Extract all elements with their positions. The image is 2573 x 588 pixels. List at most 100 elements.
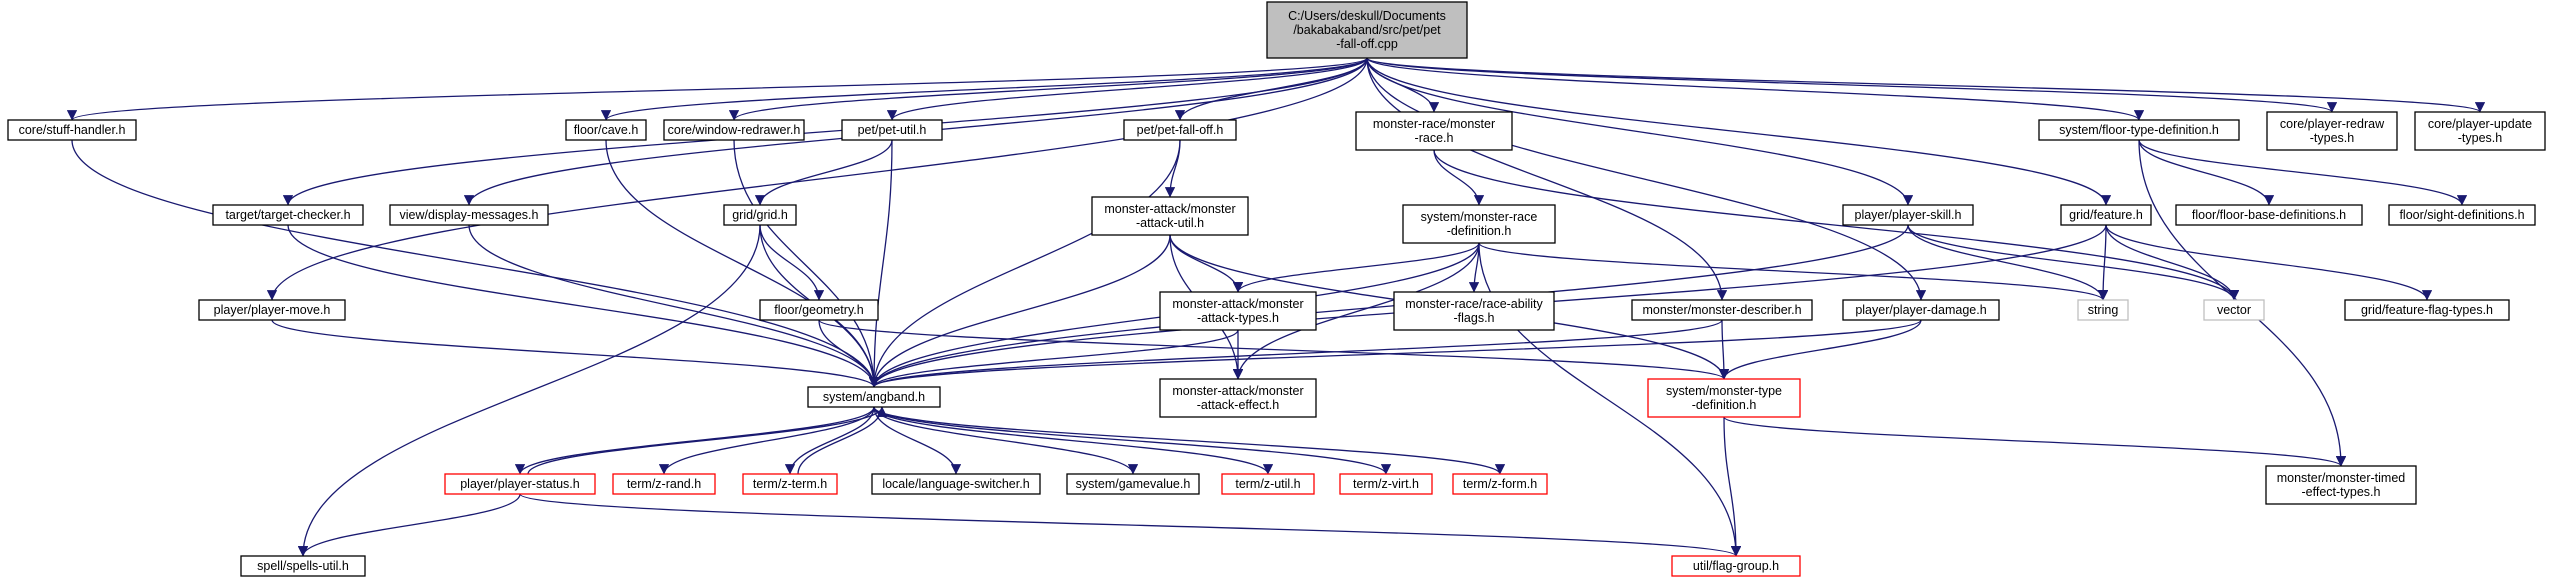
node-label-line: -attack-effect.h [1197,398,1279,412]
node-floor-geometry-h[interactable]: floor/geometry.h [759,299,879,321]
edge-line [1366,57,1728,301]
edge-line [1366,57,1914,206]
node-label-line: player/player-skill.h [1855,208,1962,222]
edge-line [784,406,875,475]
node-label-line: pet/pet-util.h [858,123,927,137]
node-monster-monster-describer-h[interactable]: monster/monster-describer.h [1631,299,1813,321]
node-system-monster-type-definition-h[interactable]: system/monster-type-definition.h [1647,378,1801,418]
node-label-line: player/player-damage.h [1855,303,1986,317]
node-label-line: pet/pet-fall-off.h [1137,123,1224,137]
node-player-player-status-h[interactable]: player/player-status.h [444,473,596,495]
node-floor-cave-h[interactable]: floor/cave.h [565,119,647,141]
node-box [2060,204,2152,226]
node-player-player-move-h[interactable]: player/player-move.h [198,299,346,321]
node-spell-spells-util-h[interactable]: spell/spells-util.h [240,555,366,577]
edge-root-to-stuff-handler [67,57,1368,121]
edge-angband-to-z-form [873,406,1505,475]
node-label-line: floor/floor-base-definitions.h [2192,208,2346,222]
node-system-floor-type-definition-h[interactable]: system/floor-type-definition.h [2038,119,2240,141]
node-label-line: string [2088,303,2119,317]
edge-root-to-pet-util [886,57,1368,121]
node-label-line: monster-race/monster [1373,117,1495,131]
node-player-player-damage-h[interactable]: player/player-damage.h [1842,299,2000,321]
node-player-player-skill-h[interactable]: player/player-skill.h [1842,204,1974,226]
edge-pet-util-to-angband [868,139,893,388]
node-box [2414,111,2546,151]
edge-line [2138,139,2275,206]
edge-monster-describer-to-monster-type-def [1718,319,1730,380]
node-label-line: grid/feature-flag-types.h [2361,303,2493,317]
node-label-line: monster-race/race-ability [1405,297,1543,311]
node-box [841,119,943,141]
node-monster-race-monster-race-h[interactable]: monster-race/monster-race.h [1355,111,1513,151]
node-core-player-redraw-types-h[interactable]: core/player-redraw-types.h [2266,111,2398,151]
node-core-player-update-types-h[interactable]: core/player-update-types.h [2414,111,2546,151]
edge-line [271,319,880,388]
edge-line [1366,57,2112,206]
edge-root-to-monster-describer [1366,57,1728,301]
node-monster-attack-monster-attack-util-h[interactable]: monster-attack/monster-attack-util.h [1091,196,1249,236]
node-label-line: -attack-util.h [1136,216,1204,230]
node-term-z-form-h[interactable]: term/z-form.h [1452,473,1548,495]
node-box [565,119,647,141]
node-term-z-term-h[interactable]: term/z-term.h [742,473,838,495]
edge-angband-to-z-util [873,406,1274,475]
node-label-line: -flags.h [1454,311,1495,325]
edge-line [1433,149,2240,301]
node-grid-grid-h[interactable]: grid/grid.h [723,204,797,226]
edge-line [873,406,1505,475]
node-label-line: -race.h [1415,131,1454,145]
node-core-stuff-handler-h[interactable]: core/stuff-handler.h [7,119,137,141]
node-grid-feature-flag-types-h[interactable]: grid/feature-flag-types.h [2344,299,2510,321]
node-term-z-virt-h[interactable]: term/z-virt.h [1339,473,1433,495]
edge-player-skill-to-angband [868,224,1909,388]
node-core-window-redrawer-h[interactable]: core/window-redrawer.h [663,119,805,141]
node-monster-attack-monster-attack-effect-h[interactable]: monster-attack/monster-attack-effect.h [1159,378,1317,418]
edge-line [297,493,521,557]
node-util-flag-group-h[interactable]: util/flag-group.h [1671,555,1801,577]
node-view-display-messages-h[interactable]: view/display-messages.h [389,204,549,226]
edge-line [514,406,875,475]
node-label-line: term/z-rand.h [627,477,701,491]
edge-line [601,57,1368,121]
edge-line [468,224,880,388]
node-label-line: C:/Users/deskull/Documents [1288,9,1446,23]
node-pet-pet-fall-off-h[interactable]: pet/pet-fall-off.h [1123,119,1237,141]
node-floor-floor-base-definitions-h[interactable]: floor/floor-base-definitions.h [2175,204,2363,226]
edge-line [868,224,1909,388]
edge-line [1174,57,1368,121]
node-box [1159,378,1317,418]
node-pet-pet-util-h[interactable]: pet/pet-util.h [841,119,943,141]
node-floor-sight-definitions-h[interactable]: floor/sight-definitions.h [2388,204,2536,226]
edge-angband-to-z-virt [873,406,1392,475]
node-box [612,473,716,495]
edge-grid-to-spells-util [297,224,761,557]
node-term-z-util-h[interactable]: term/z-util.h [1221,473,1315,495]
edge-pet-util-to-grid [754,139,893,206]
node-system-gamevalue-h[interactable]: system/gamevalue.h [1066,473,1200,495]
node-grid-feature-h[interactable]: grid/feature.h [2060,204,2152,226]
node-monster-race-race-ability-flags-h[interactable]: monster-race/race-ability-flags.h [1393,291,1555,331]
node-term-z-rand-h[interactable]: term/z-rand.h [612,473,716,495]
node-system-angband-h[interactable]: system/angband.h [807,386,941,408]
node-monster-monster-timed-effect-types-h[interactable]: monster/monster-timed-effect-types.h [2265,465,2417,505]
node-locale-language-switcher-h[interactable]: locale/language-switcher.h [871,473,1041,495]
node-box [1221,473,1315,495]
edge-line [1366,57,1927,301]
node-box [1647,378,1801,418]
node-target-target-checker-h[interactable]: target/target-checker.h [212,204,364,226]
node-label-line: /bakabakaband/src/pet/pet [1293,23,1441,37]
node-system-monster-race-definition-h[interactable]: system/monster-race-definition.h [1402,204,1556,244]
edge-window-redrawer-to-angband [733,139,880,388]
edge-line [1907,224,2240,301]
edge-line [1366,57,2337,113]
nodes: C:/Users/deskull/Documents/bakabakaband/… [7,1,2546,577]
edge-angband-to-player-status [514,406,875,475]
edge-pet-fall-off-to-monster-attack-util [1164,139,1181,198]
node-label-line: core/player-update [2428,117,2532,131]
node-box [1671,555,1801,577]
node-monster-attack-monster-attack-types-h[interactable]: monster-attack/monster-attack-types.h [1159,291,1317,331]
node-c-users-deskull-documents-bakabakaband-src-pet-pet-fall-off-cpp[interactable]: C:/Users/deskull/Documents/bakabakaband/… [1266,1,1468,59]
node-label-line: util/flag-group.h [1693,559,1779,573]
edges [67,57,2485,557]
